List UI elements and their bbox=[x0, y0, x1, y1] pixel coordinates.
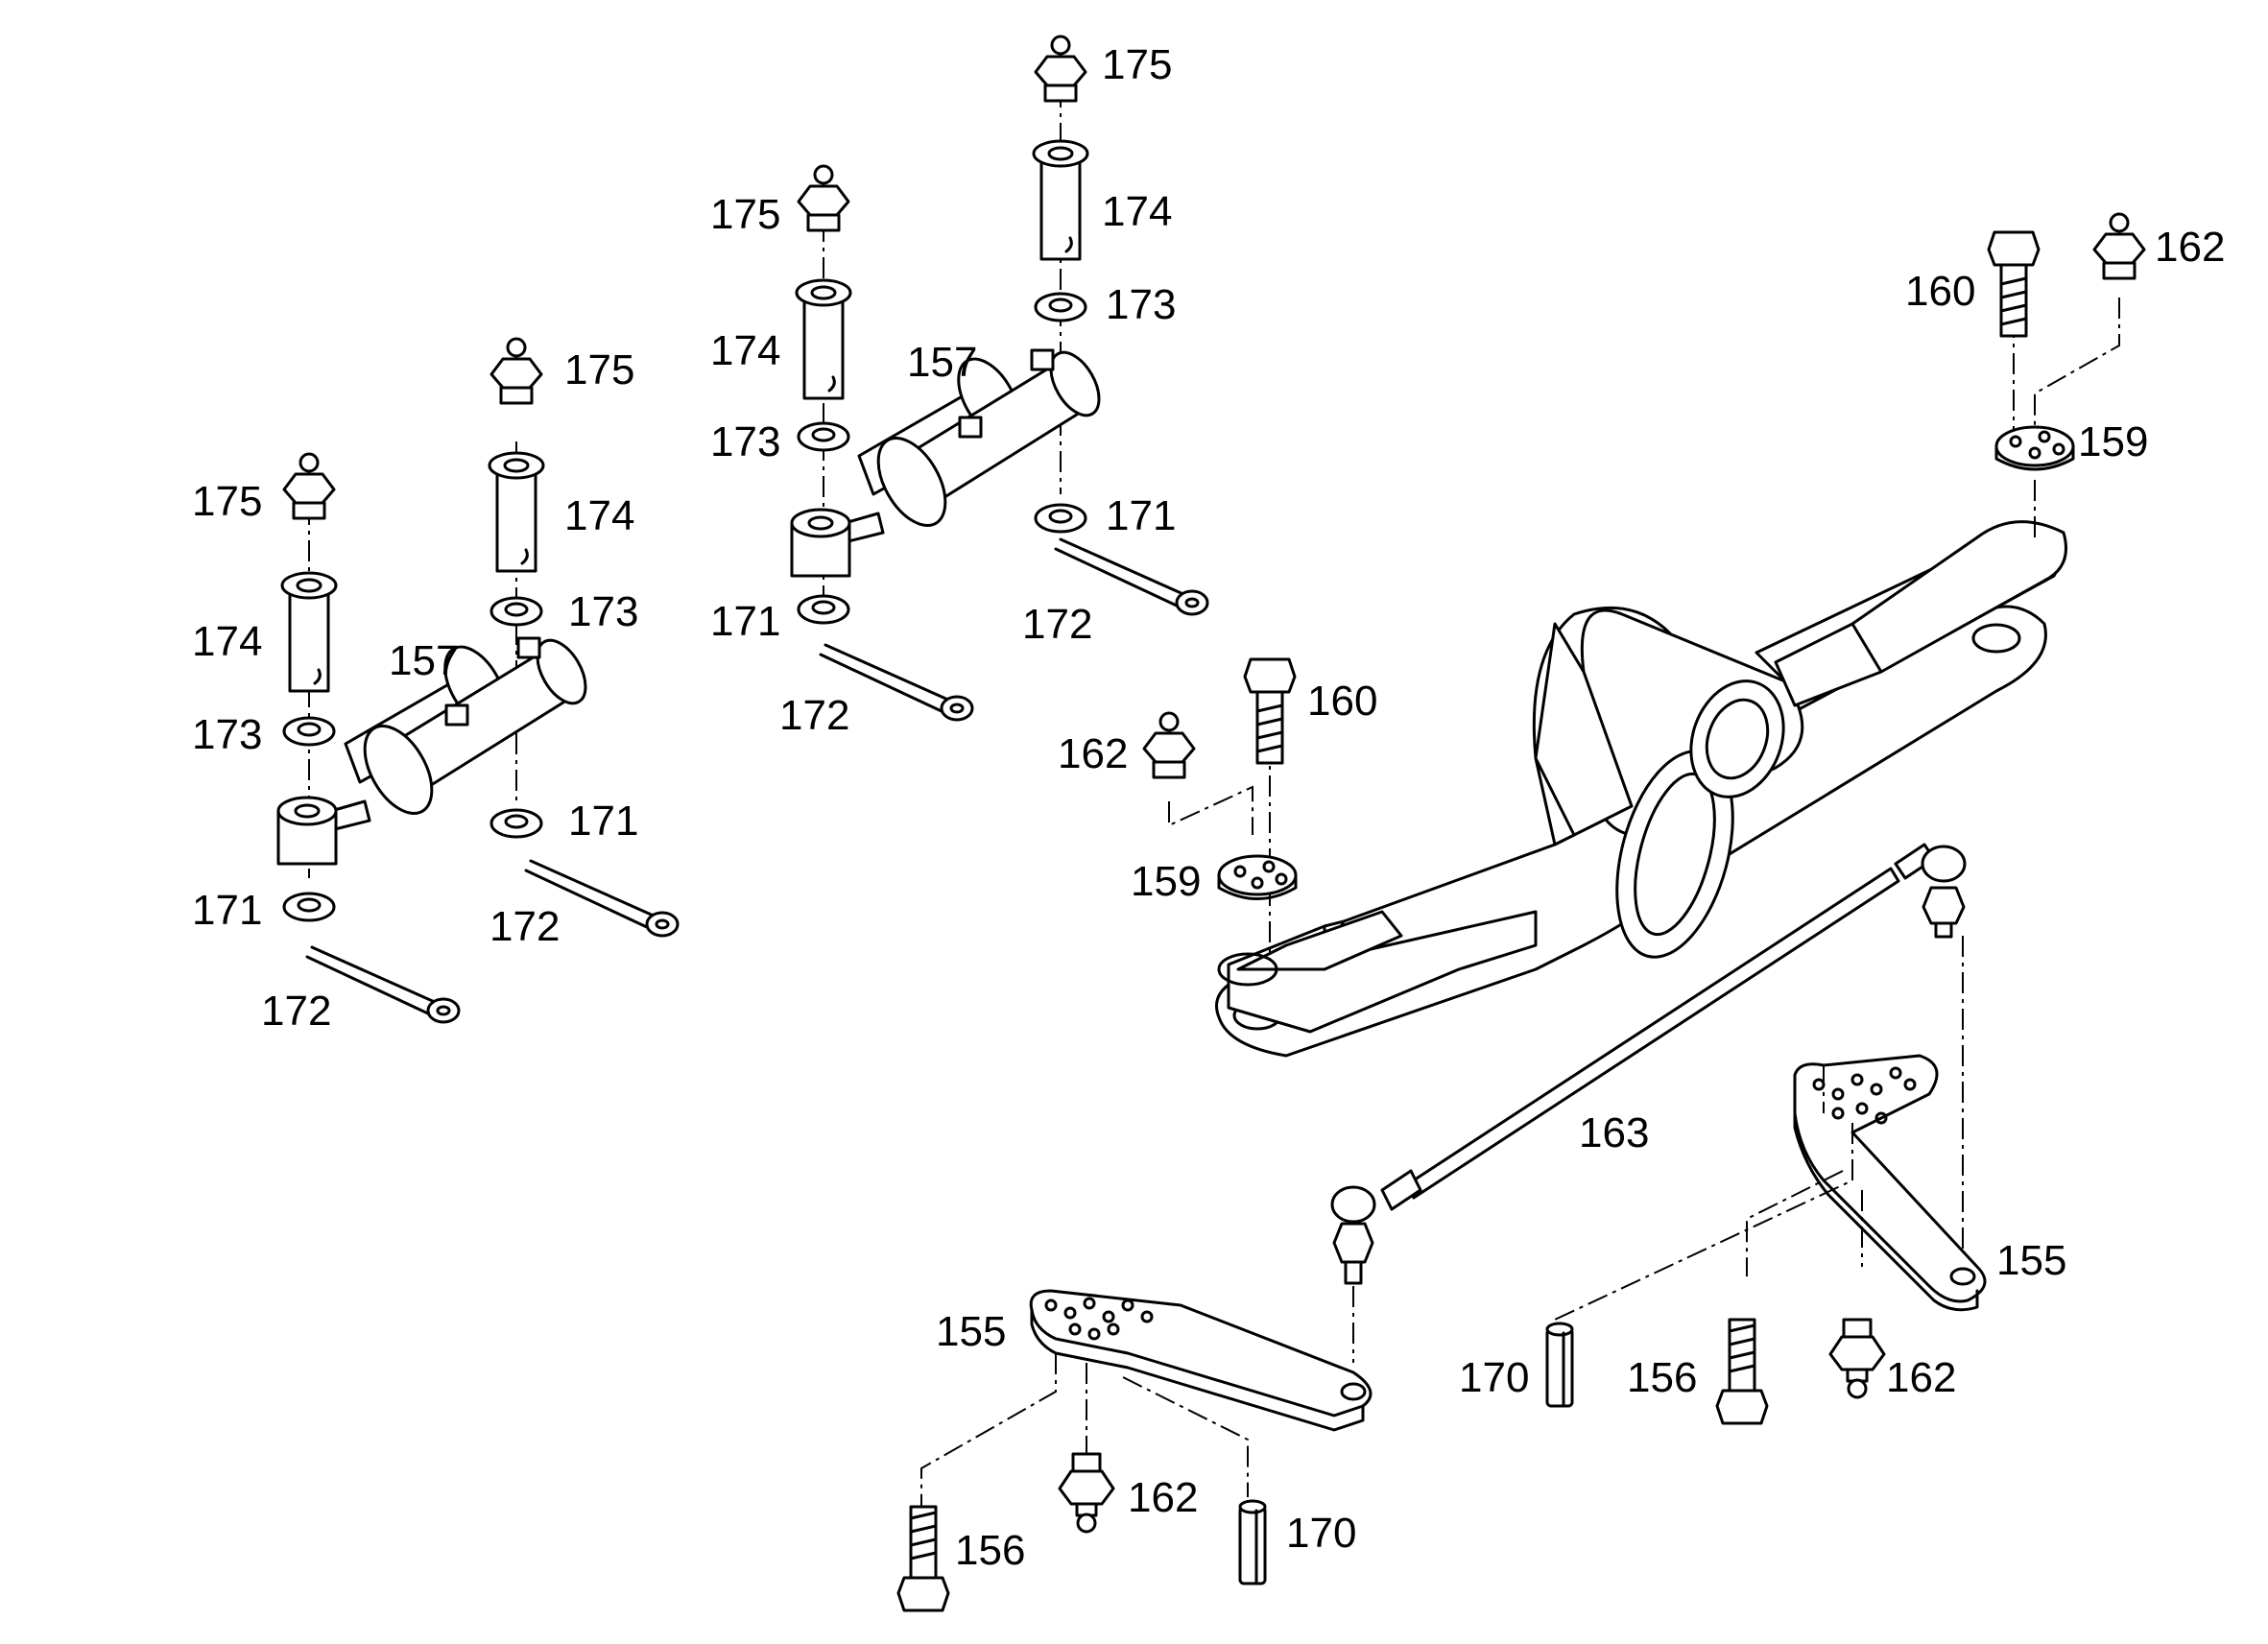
roll-pin-170-icon bbox=[1238, 1499, 1267, 1585]
grease-nipple-175-icon bbox=[282, 452, 336, 520]
pin-174-icon bbox=[795, 278, 852, 400]
washer-173-icon bbox=[797, 421, 850, 452]
callout-160: 160 bbox=[1905, 268, 1975, 315]
callout-172: 172 bbox=[489, 903, 560, 950]
grease-nipple-162-icon bbox=[2092, 212, 2146, 280]
callout-160: 160 bbox=[1307, 678, 1377, 725]
callout-157: 157 bbox=[907, 339, 977, 386]
bolt-160-icon bbox=[1987, 230, 2041, 338]
callout-174: 174 bbox=[710, 327, 780, 374]
callout-174: 174 bbox=[192, 618, 262, 665]
grease-fitting-162-icon bbox=[1828, 1318, 1886, 1399]
callout-172: 172 bbox=[779, 692, 849, 739]
axle-housing bbox=[1215, 520, 2067, 1058]
callout-159: 159 bbox=[1131, 858, 1201, 905]
right-steering-arm-155 bbox=[1554, 1054, 1987, 1321]
callout-175: 175 bbox=[564, 346, 634, 393]
callout-174: 174 bbox=[1102, 188, 1172, 235]
grease-fitting-162-icon bbox=[1058, 1452, 1115, 1534]
washer-171-icon bbox=[282, 892, 336, 922]
callout-175: 175 bbox=[1102, 41, 1172, 88]
callout-172: 172 bbox=[261, 988, 331, 1035]
callout-157: 157 bbox=[389, 637, 459, 684]
callout-162: 162 bbox=[2155, 224, 2225, 271]
left-cylinder-assembly bbox=[276, 337, 680, 1024]
roll-pin-170-icon bbox=[1545, 1322, 1574, 1408]
callout-170: 170 bbox=[1286, 1510, 1356, 1557]
callout-173: 173 bbox=[568, 588, 638, 635]
left-steering-arm-155 bbox=[920, 1289, 1373, 1516]
bolt-156-icon bbox=[1715, 1318, 1769, 1425]
washer-171-icon bbox=[797, 594, 850, 625]
grease-nipple-175-icon bbox=[1034, 35, 1087, 103]
washer-171-icon bbox=[489, 808, 543, 839]
callout-162: 162 bbox=[1128, 1474, 1198, 1521]
callout-174: 174 bbox=[564, 492, 634, 539]
callout-155: 155 bbox=[936, 1308, 1006, 1355]
right-plate-assembly bbox=[1987, 212, 2146, 537]
callout-171: 171 bbox=[568, 798, 638, 845]
washer-173-icon bbox=[1034, 292, 1087, 322]
callout-170: 170 bbox=[1459, 1354, 1529, 1401]
bolt-156-icon bbox=[896, 1505, 950, 1612]
callout-162: 162 bbox=[1886, 1354, 1956, 1401]
pin-174-icon bbox=[280, 571, 338, 693]
callout-171: 171 bbox=[710, 598, 780, 645]
callout-156: 156 bbox=[955, 1527, 1025, 1574]
callout-173: 173 bbox=[710, 418, 780, 465]
callout-171: 171 bbox=[1106, 492, 1176, 539]
pin-174-icon bbox=[488, 451, 545, 573]
grease-nipple-175-icon bbox=[489, 337, 543, 405]
callout-175: 175 bbox=[710, 191, 780, 238]
callout-163: 163 bbox=[1579, 1109, 1649, 1156]
washer-173-icon bbox=[282, 716, 336, 747]
upper-cylinder-assembly bbox=[790, 35, 1209, 722]
callout-173: 173 bbox=[192, 711, 262, 758]
tie-rod-163 bbox=[1330, 843, 1967, 1363]
callout-155: 155 bbox=[1996, 1237, 2066, 1284]
callout-173: 173 bbox=[1106, 281, 1176, 328]
washer-171-icon bbox=[1034, 503, 1087, 534]
pin-174-icon bbox=[1032, 139, 1089, 261]
callout-162: 162 bbox=[1058, 730, 1128, 777]
callout-156: 156 bbox=[1627, 1354, 1697, 1401]
callout-171: 171 bbox=[192, 887, 262, 934]
grease-nipple-175-icon bbox=[797, 164, 850, 232]
callout-172: 172 bbox=[1022, 601, 1092, 648]
callout-175: 175 bbox=[192, 478, 262, 525]
bolt-160-icon bbox=[1243, 657, 1297, 765]
left-plate-assembly bbox=[1142, 657, 1298, 960]
callout-159: 159 bbox=[2078, 418, 2148, 465]
grease-nipple-162-icon bbox=[1142, 711, 1196, 779]
part-callouts: 175 175 175 175 174 174 174 174 173 173 … bbox=[192, 41, 2225, 1574]
washer-173-icon bbox=[489, 596, 543, 627]
